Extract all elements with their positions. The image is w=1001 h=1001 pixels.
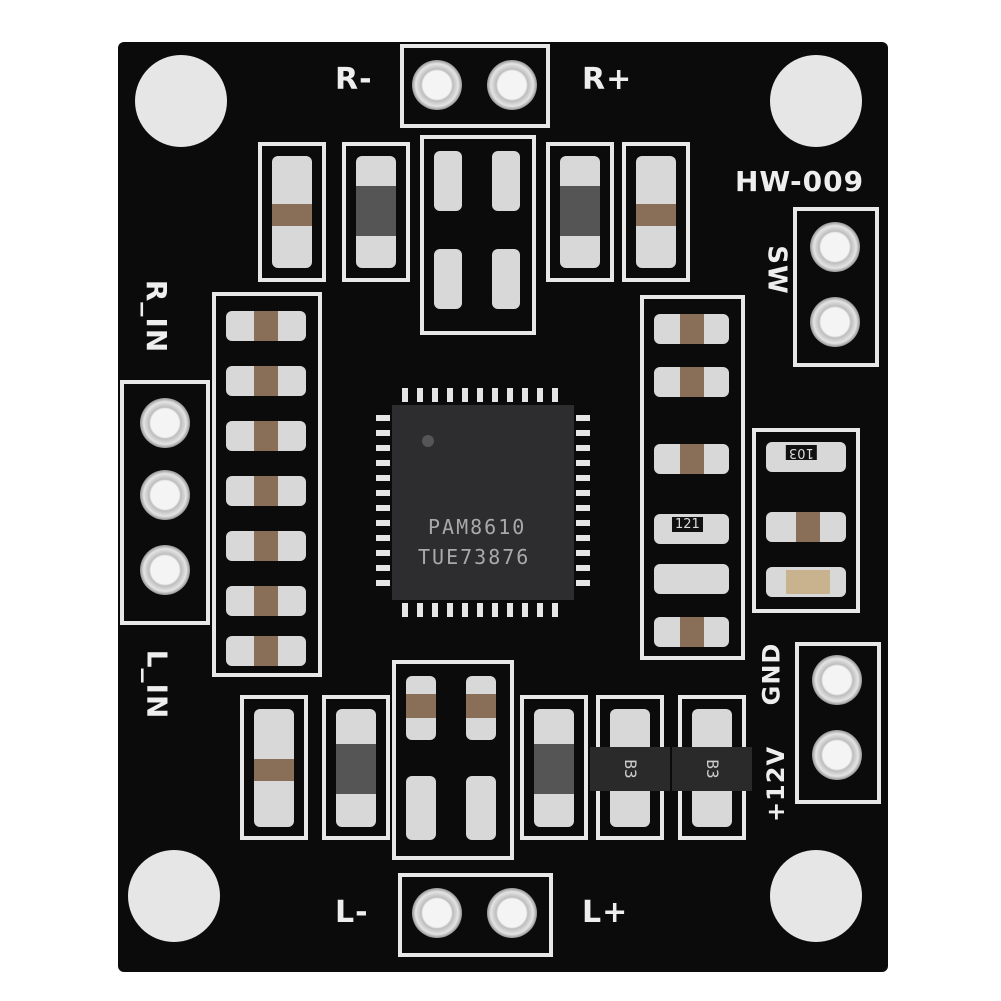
l-minus-pad[interactable]: [412, 888, 462, 938]
diode-1: B3: [590, 695, 670, 840]
cap-top-2: [342, 142, 410, 282]
mounting-hole-bottom-left: [128, 850, 220, 942]
gnd-pad[interactable]: [812, 655, 862, 705]
cap-top-3: [546, 142, 614, 282]
chip-part-number: PAM8610: [428, 515, 527, 539]
small-parts-top: [420, 135, 536, 335]
l-plus-pad[interactable]: [487, 888, 537, 938]
cap-bottom-2: [322, 695, 390, 840]
small-parts-bottom: [392, 660, 514, 860]
speaker-left-connector: [398, 873, 553, 957]
cap-top-1: [258, 142, 326, 282]
chip-pins-right: [576, 415, 590, 590]
resistor-code-103: 103: [786, 445, 817, 460]
v12-label: +12V: [762, 745, 791, 823]
r-in-label: R_IN: [140, 279, 174, 354]
resistor-column-left: [212, 292, 322, 677]
resistor-code-121: 121: [672, 517, 703, 532]
v12-pad[interactable]: [812, 730, 862, 780]
chip-pins-top: [402, 388, 562, 402]
r-in-pad[interactable]: [140, 398, 190, 448]
r-plus-pad[interactable]: [487, 60, 537, 110]
l-in-pad[interactable]: [140, 545, 190, 595]
pin1-marker: [422, 435, 434, 447]
chip-pins-left: [376, 415, 390, 590]
l-plus-label: L+: [582, 895, 629, 930]
cap-top-4: [622, 142, 690, 282]
model-label: HW-009: [735, 165, 865, 198]
diode-code-1: B3: [590, 747, 670, 791]
sw-pad-2[interactable]: [810, 297, 860, 347]
sw-label: SW: [761, 245, 792, 295]
mounting-hole-top-right: [770, 55, 862, 147]
sw-connector: [793, 207, 879, 367]
speaker-right-connector: [400, 44, 550, 128]
resistor-column-right: 121: [640, 295, 745, 660]
cap-bottom-3: [520, 695, 588, 840]
r-minus-label: R-: [335, 62, 373, 97]
power-connector: [795, 642, 881, 804]
sw-pad-1[interactable]: [810, 222, 860, 272]
mounting-hole-top-left: [135, 55, 227, 147]
r-minus-pad[interactable]: [412, 60, 462, 110]
pam8610-chip: PAM8610 TUE73876: [392, 405, 574, 600]
resistor-column-far-right: 103: [752, 428, 860, 613]
cap-bottom-1: [240, 695, 308, 840]
r-plus-label: R+: [582, 62, 633, 97]
l-in-label: L_IN: [140, 649, 174, 720]
l-minus-label: L-: [335, 895, 369, 930]
chip-lot-code: TUE73876: [418, 545, 531, 569]
diode-code-2: B3: [672, 747, 752, 791]
mounting-hole-bottom-right: [770, 850, 862, 942]
input-connector: [120, 380, 210, 625]
gnd-label: GND: [757, 642, 786, 706]
chip-pins-bottom: [402, 603, 562, 617]
gnd-in-pad[interactable]: [140, 470, 190, 520]
diode-2: B3: [672, 695, 752, 840]
